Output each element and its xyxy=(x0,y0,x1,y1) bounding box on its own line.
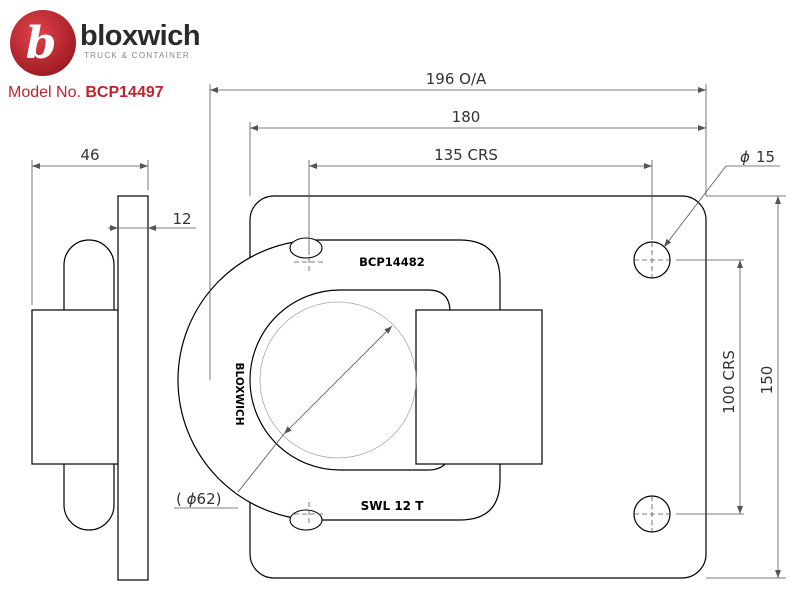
dim-side-depth-label: 46 xyxy=(80,146,99,164)
model-number: Model No. BCP14497 xyxy=(8,84,164,102)
side-plate xyxy=(117,195,149,581)
dim-side-depth: 46 xyxy=(31,146,149,305)
dim-width: 180 xyxy=(249,108,707,196)
model-code: BCP14497 xyxy=(85,84,164,101)
bloxwich-logo-icon: b xyxy=(10,10,76,76)
ring-brand-marking: BLOXWICH xyxy=(233,363,245,426)
part-number-marking: BCP14482 xyxy=(359,255,425,269)
dim-hole-diameter-symbol: ϕ xyxy=(740,148,750,166)
brand-subtitle: TRUCK & CONTAINER xyxy=(84,51,190,60)
dim-plate-thickness-label: 12 xyxy=(172,210,191,228)
side-view xyxy=(31,195,149,581)
model-label: Model No. xyxy=(8,84,81,101)
dim-hole-centres-y: 100 CRS xyxy=(676,259,744,515)
ring-diameter-circle xyxy=(259,301,417,459)
dim-hole-centres-x-label: 135 CRS xyxy=(434,146,498,164)
centre-marks xyxy=(294,242,670,532)
front-view xyxy=(177,195,707,579)
dim-overall-label: 196 O/A xyxy=(426,70,487,88)
swl-marking: SWL 12 T xyxy=(361,499,425,513)
dim-hole-diameter-label: 15 xyxy=(756,148,775,166)
brand-name: bloxwich xyxy=(80,20,201,52)
lugs xyxy=(289,237,323,531)
dim-hole-diameter: ϕ 15 xyxy=(663,148,780,248)
side-clamp-block xyxy=(31,309,119,465)
dim-overall: 196 O/A xyxy=(209,70,707,380)
dim-height-label: 150 xyxy=(758,366,776,395)
dim-ring-diameter-label: ( ϕ62) xyxy=(176,490,221,508)
logo-letter: b xyxy=(26,18,57,69)
dim-ring-diameter: ( ϕ62) ϕ xyxy=(174,325,393,509)
dim-width-label: 180 xyxy=(452,108,481,126)
dim-height: 150 xyxy=(706,195,786,579)
dim-plate-thickness: 12 xyxy=(108,210,196,231)
dim-hole-centres-x: 135 CRS xyxy=(308,146,653,250)
dim-hole-centres-y-label: 100 CRS xyxy=(720,350,738,414)
clamp-block xyxy=(415,309,543,465)
